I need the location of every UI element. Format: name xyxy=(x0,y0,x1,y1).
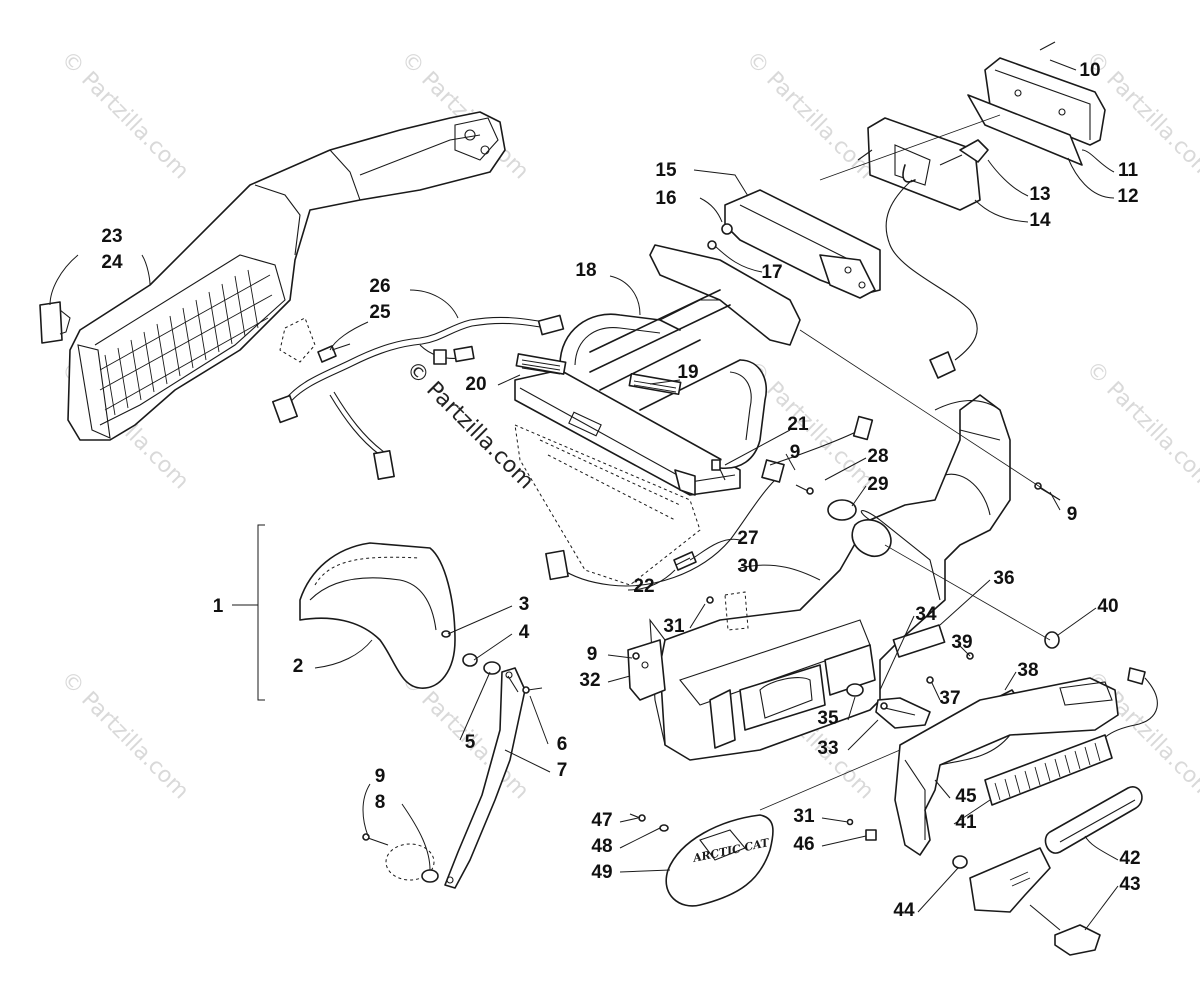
leader-lines xyxy=(49,59,1119,931)
callout-label-c33: 33 xyxy=(817,738,838,759)
callout-label-c1: 1 xyxy=(213,596,224,617)
callout-label-c22: 22 xyxy=(633,576,654,597)
callout-label-c26: 26 xyxy=(369,276,390,297)
rack-flap xyxy=(514,424,701,586)
main-frame xyxy=(649,394,1011,761)
callout-label-c2: 2 xyxy=(293,656,304,677)
callout-label-c13: 13 xyxy=(1029,184,1050,205)
callout-label-c42: 42 xyxy=(1119,848,1140,869)
callout-label-c30: 30 xyxy=(737,556,758,577)
pad-41 xyxy=(984,734,1113,806)
callout-label-c9a: 9 xyxy=(375,766,386,787)
footrest-33 xyxy=(875,697,931,729)
callout-label-c3: 3 xyxy=(519,594,530,615)
callout-label-c49: 49 xyxy=(591,862,612,883)
handle-45 xyxy=(894,667,1158,856)
bushing-8 xyxy=(362,833,439,883)
callout-label-c46: 46 xyxy=(793,834,814,855)
callout-label-c27: 27 xyxy=(737,528,758,549)
watermark-text: © Partzilla.com xyxy=(56,667,194,805)
callout-label-c47: 47 xyxy=(591,810,612,831)
watermark-text: © Partzilla.com xyxy=(56,47,194,185)
callout-label-c25: 25 xyxy=(369,302,391,323)
callout-label-c19: 19 xyxy=(677,362,698,383)
callout-label-c7: 7 xyxy=(557,760,568,781)
callout-label-c5: 5 xyxy=(465,732,476,753)
callout-label-c6: 6 xyxy=(557,734,568,755)
callout-label-c15: 15 xyxy=(655,160,677,181)
callout-label-c32: 32 xyxy=(579,670,600,691)
tail-light xyxy=(857,41,1106,379)
callout-label-c38: 38 xyxy=(1017,660,1038,681)
bracket-7 xyxy=(444,667,543,889)
callout-label-c36: 36 xyxy=(993,568,1014,589)
side-cover-49: ARCTIC CAT xyxy=(629,813,774,907)
callout-label-c18: 18 xyxy=(575,260,596,281)
rear-rack xyxy=(514,244,801,496)
frame-hardware xyxy=(627,591,1060,701)
watermark-text: © Partzilla.com xyxy=(741,47,879,185)
watermark-text: © Partzilla.com xyxy=(1081,357,1200,495)
hardware-46 xyxy=(846,818,877,841)
callout-label-c48: 48 xyxy=(591,836,612,857)
callout-label-c23: 23 xyxy=(101,226,122,247)
callout-label-c29: 29 xyxy=(867,474,888,495)
callout-label-c31a: 31 xyxy=(663,616,685,637)
callout-label-c41: 41 xyxy=(955,812,977,833)
group-bracket-1 xyxy=(232,524,265,701)
callout-label-c40: 40 xyxy=(1097,596,1118,617)
callout-label-c44: 44 xyxy=(893,900,915,921)
seat-2 xyxy=(299,542,501,689)
callout-label-c9d: 9 xyxy=(1067,504,1078,525)
callout-label-c8: 8 xyxy=(375,792,386,813)
callout-label-c45: 45 xyxy=(955,786,977,807)
callout-label-c39: 39 xyxy=(951,632,972,653)
callout-label-c43: 43 xyxy=(1119,874,1140,895)
callout-label-c34: 34 xyxy=(915,604,937,625)
callout-label-c21: 21 xyxy=(787,414,809,435)
callout-label-c11: 11 xyxy=(1118,160,1139,181)
callout-label-c20: 20 xyxy=(465,374,486,395)
wiring-harness xyxy=(271,314,565,480)
rail-ribs xyxy=(99,269,273,416)
callout-label-c28: 28 xyxy=(867,446,888,467)
footrest-43 xyxy=(952,847,1101,956)
hardware-right xyxy=(545,415,1061,587)
callout-label-c24: 24 xyxy=(101,252,123,273)
side-rail-left xyxy=(39,111,506,441)
callout-label-c31b: 31 xyxy=(793,806,815,827)
callout-label-c35: 35 xyxy=(817,708,839,729)
callout-label-c10: 10 xyxy=(1079,60,1100,81)
callout-label-c17: 17 xyxy=(761,262,782,283)
callout-label-c9c: 9 xyxy=(790,442,801,463)
callout-label-c37: 37 xyxy=(939,688,960,709)
callout-label-c12: 12 xyxy=(1117,186,1138,207)
callout-label-c16: 16 xyxy=(655,188,676,209)
callout-label-c4: 4 xyxy=(519,622,530,643)
bolt-25 xyxy=(279,317,351,363)
tail-bracket xyxy=(707,189,881,299)
callout-label-c9b: 9 xyxy=(587,644,598,665)
tube-42 xyxy=(1044,786,1143,854)
callout-label-c14: 14 xyxy=(1029,210,1051,231)
latch-22 xyxy=(673,551,697,571)
